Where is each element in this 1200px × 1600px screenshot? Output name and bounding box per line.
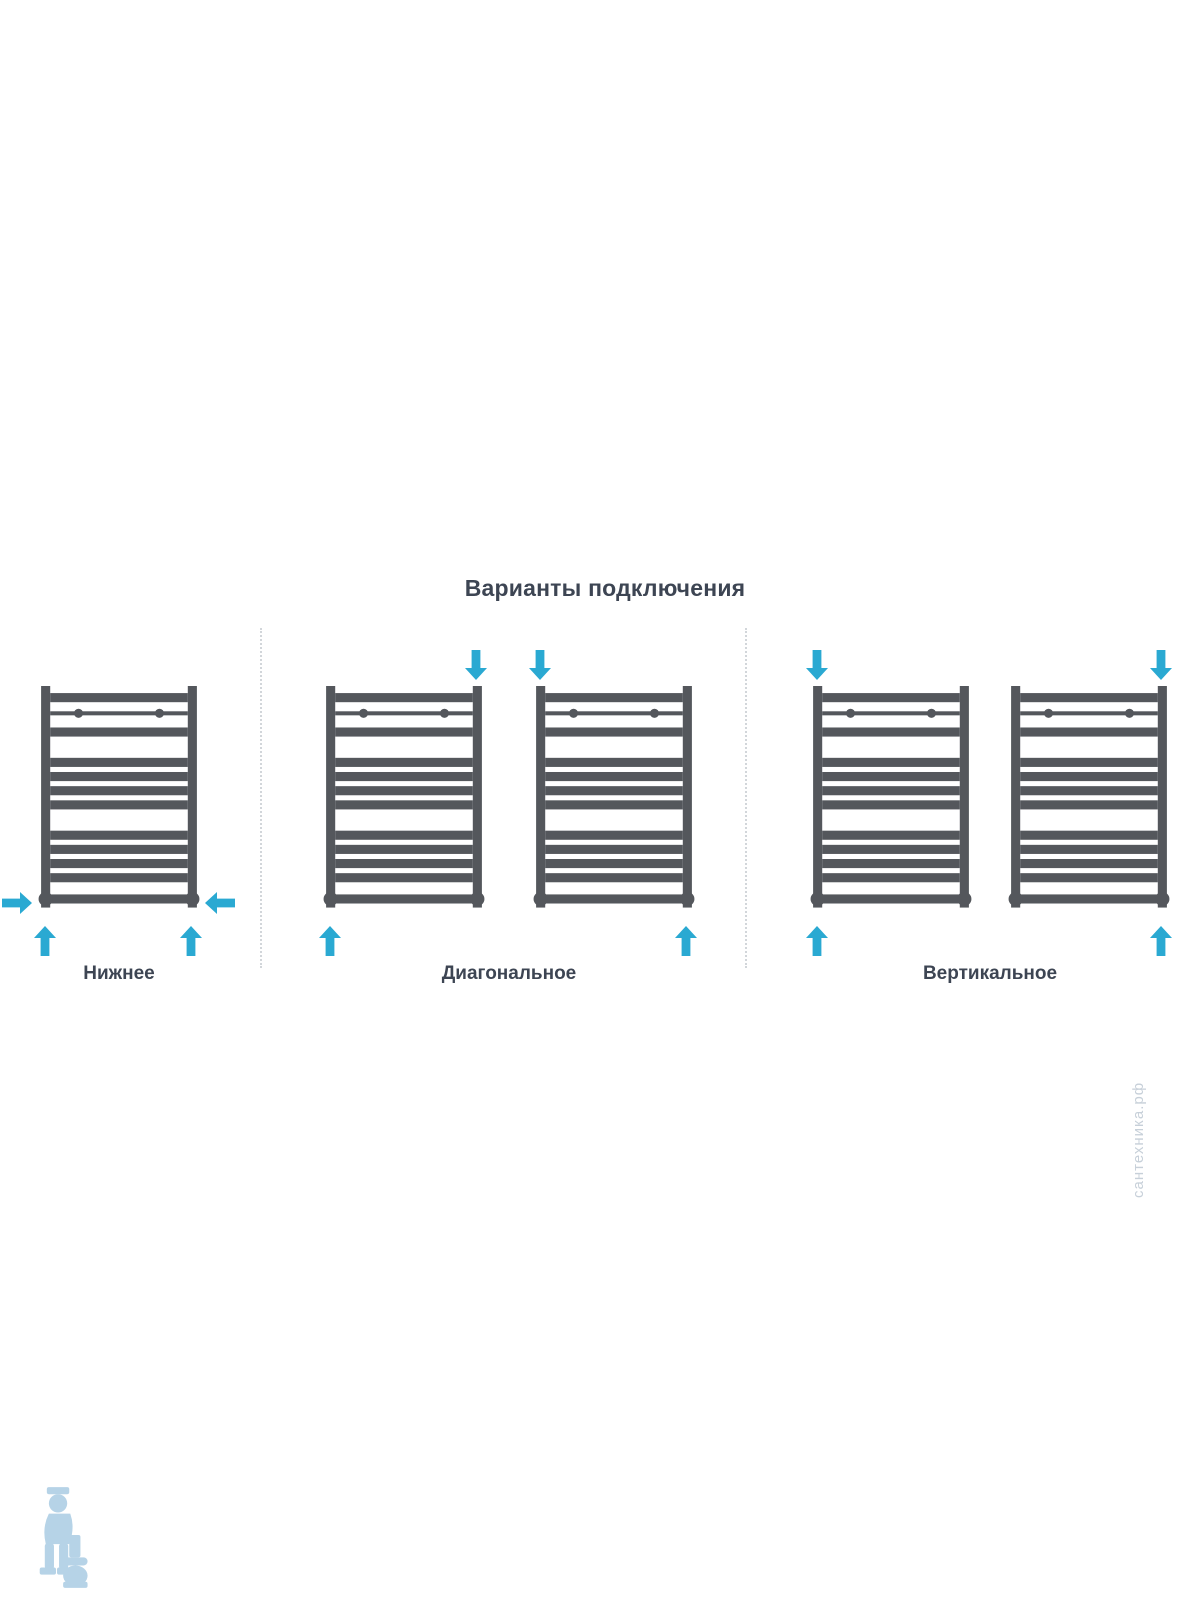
- plumber-with-toilet-icon: [24, 1482, 88, 1594]
- flow-arrow-up-icon: [34, 926, 56, 956]
- towel-rail-icon: [528, 686, 700, 908]
- towel-rail-icon: [33, 686, 205, 908]
- flow-arrow-up-icon: [180, 926, 202, 956]
- section-label-bottom: Нижнее: [83, 963, 155, 984]
- diagram-title: Варианты подключения: [464, 575, 746, 601]
- section-divider: [745, 628, 747, 968]
- towel-rail-icon: [1003, 686, 1175, 908]
- flow-arrow-down-icon: [806, 650, 828, 680]
- flow-arrow-down-icon: [465, 650, 487, 680]
- flow-arrow-up-icon: [319, 926, 341, 956]
- towel-rail-icon: [805, 686, 977, 908]
- flow-arrow-up-icon: [675, 926, 697, 956]
- flow-arrow-right-icon: [2, 892, 32, 914]
- flow-arrow-up-icon: [806, 926, 828, 956]
- flow-arrow-down-icon: [529, 650, 551, 680]
- towel-rail-icon: [318, 686, 490, 908]
- section-label-diagonal: Диагональное: [441, 963, 577, 984]
- section-label-vertical: Вертикальное: [922, 963, 1058, 984]
- flow-arrow-up-icon: [1150, 926, 1172, 956]
- site-watermark-text: сантехника.рф: [1130, 1081, 1147, 1198]
- flow-arrow-left-icon: [205, 892, 235, 914]
- flow-arrow-down-icon: [1150, 650, 1172, 680]
- section-divider: [260, 628, 262, 968]
